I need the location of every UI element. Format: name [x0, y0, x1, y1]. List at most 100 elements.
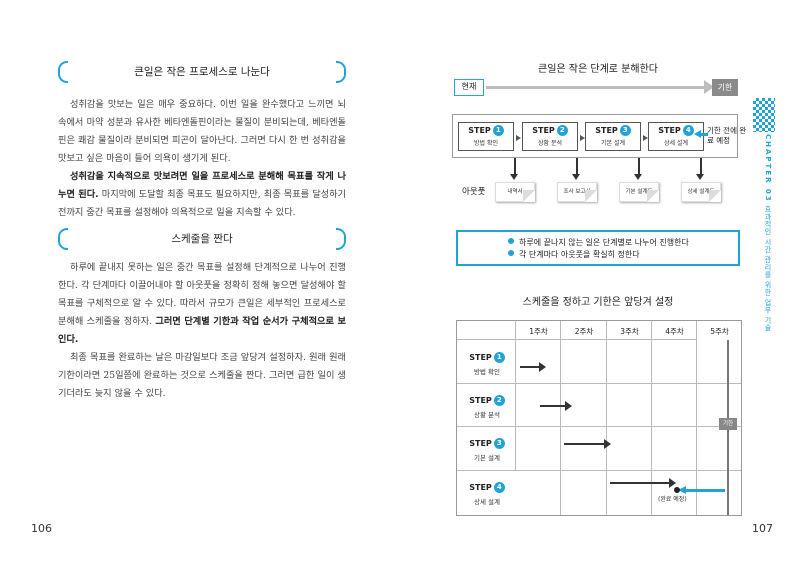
step-desc: 기본 설계	[474, 454, 500, 462]
step-label: STEP	[658, 126, 681, 135]
paragraph: 성취감을 지속적으로 맛보려면 일을 프로세스로 분해해 목표를 작게 나누면 …	[58, 168, 346, 222]
gantt-bar-step-4	[610, 478, 676, 488]
timeline-deadline: 기한	[712, 79, 738, 96]
arrow-right-icon	[580, 135, 585, 141]
completion-label: (완료 예정)	[658, 496, 687, 503]
text: 하루에 끝내지 못하는 일은 중간 목표를 설정해 단계적으로 나누어 진행한다…	[58, 262, 346, 327]
bracket-left-icon	[58, 61, 68, 83]
gantt-cell	[457, 340, 516, 384]
section-heading-1: 큰일은 작은 프로세스로 나눈다	[58, 61, 346, 83]
gantt-bar-step-1	[520, 362, 546, 372]
completion-dot-icon	[674, 487, 680, 493]
timeline-arrow-icon	[704, 80, 714, 94]
section-body-1: 성취감을 맛보는 일은 매우 중요하다. 이번 일을 완수했다고 느끼면 뇌 속…	[58, 96, 346, 222]
output-document: 조사 보고서	[557, 182, 597, 202]
output-document: 내역서	[495, 182, 535, 202]
gantt-row-line	[516, 384, 741, 427]
bullet-icon	[508, 238, 514, 244]
gantt-bar-step-2	[540, 401, 572, 411]
bold-text: 그러면 단계별 기한과 작업 순서가 구체적으로 보인다.	[58, 316, 346, 345]
section-body-2: 하루에 끝내지 못하는 일은 중간 목표를 설정해 단계적으로 나누어 진행한다…	[58, 259, 346, 403]
step-desc: 방법 확인	[474, 140, 498, 147]
step-label: STEP	[532, 126, 555, 135]
step-desc: 기본 설계	[601, 140, 625, 147]
gantt-cell	[607, 321, 652, 340]
chapter-label: CHAPTER 03	[764, 134, 772, 203]
down-line	[576, 158, 578, 175]
step-number: 1	[493, 352, 505, 363]
bracket-right-icon	[336, 61, 346, 83]
chapter-text: 효과적인 시간 관리를 위한 업무 기술	[764, 205, 772, 332]
gantt-cell	[457, 321, 516, 340]
bold-text: 성취감을 지속적으로 맛보려면 일을 프로세스로 분해해 목표를 작게 나누면 …	[58, 171, 346, 200]
page-number-left: 106	[31, 522, 52, 535]
step-label: STEP	[595, 126, 618, 135]
gantt-chart	[456, 320, 742, 516]
outputs-label: 아웃풋	[462, 187, 486, 197]
section-title-2: 스케줄을 짠다	[171, 233, 233, 245]
step-number: 2	[493, 395, 505, 406]
page-number-right: 107	[752, 522, 773, 535]
gantt-bar-step-3	[564, 439, 611, 449]
step-label: STEP	[469, 353, 492, 362]
step-number: 1	[492, 125, 504, 136]
step-desc: 상황 분석	[538, 140, 562, 147]
summary-text: 하루에 끝나지 않는 일은 단계별로 나누어 진행한다	[519, 238, 689, 247]
section-heading-2: 스케줄을 짠다	[58, 228, 346, 250]
down-line	[700, 158, 702, 175]
text: 마지막에 도달할 최종 목표도 필요하지만, 최종 목표를 달성하기 전까지 중…	[58, 189, 346, 218]
gantt-cell	[516, 340, 561, 515]
gantt-cell	[607, 340, 652, 515]
paragraph: 하루에 끝내지 못하는 일은 중간 목표를 설정해 단계적으로 나누어 진행한다…	[58, 259, 346, 349]
gantt-cell	[457, 427, 516, 471]
chapter-tab: CHAPTER 03 효과적인 시간 관리를 위한 업무 기술	[755, 134, 773, 332]
chapter-pattern-icon	[753, 98, 775, 132]
gantt-cell	[561, 321, 607, 340]
diagram-title: 큰일은 작은 단계로 분해한다	[538, 64, 658, 75]
gantt-week-2: 2주차	[574, 327, 594, 336]
gantt-advance-arrow	[684, 489, 725, 492]
arrow-down-icon	[696, 174, 704, 180]
step-number: 2	[556, 125, 568, 136]
step-label: STEP	[468, 126, 491, 135]
gantt-row-line	[516, 340, 741, 384]
arrow-shaft	[700, 133, 708, 136]
gantt-cell	[561, 340, 607, 515]
arrow-left-icon	[694, 130, 701, 138]
step-desc: 상황 분석	[474, 411, 500, 419]
summary-text: 각 단계마다 아웃풋을 확실히 정한다	[519, 250, 640, 259]
paragraph: 성취감을 맛보는 일은 매우 중요하다. 이번 일을 완수했다고 느끼면 뇌 속…	[58, 99, 346, 164]
gantt-week-4: 4주차	[665, 327, 684, 336]
down-line	[514, 158, 516, 175]
arrow-down-icon	[634, 174, 642, 180]
arrow-down-icon	[510, 174, 518, 180]
summary-box: 하루에 끝나지 않는 일은 단계별로 나누어 진행한다 각 단계마다 아웃풋을 …	[456, 230, 740, 266]
gantt-deadline-label: 기한	[719, 418, 737, 430]
gantt-cell	[516, 321, 561, 340]
timeline-line	[486, 86, 706, 89]
gantt-row-line	[516, 427, 741, 471]
step-number: 3	[619, 125, 631, 136]
deadline-note: 기한 전에 완료 예정	[707, 126, 747, 145]
step-desc: 상세 설계	[474, 498, 500, 506]
paragraph: 최종 목표를 완료하는 날은 마감일보다 조금 앞당겨 설정하자. 원래 원래 …	[58, 352, 346, 399]
gantt-week-1: 1주차	[529, 327, 548, 336]
step-desc: 상세 설계	[664, 140, 688, 147]
list-item: 하루에 끝나지 않는 일은 단계별로 나누어 진행한다	[508, 237, 738, 249]
gantt-week-3: 3주차	[620, 327, 639, 336]
bracket-left-icon	[58, 228, 68, 250]
gantt-cell	[652, 340, 697, 515]
timeline-now: 현재	[454, 79, 484, 96]
step-desc: 방법 확인	[474, 368, 500, 376]
output-document: 기본 설계도	[619, 182, 659, 202]
step-label: STEP	[469, 396, 492, 405]
step-number: 4	[493, 482, 505, 493]
list-item: 각 단계마다 아웃풋을 확실히 정한다	[508, 249, 738, 261]
